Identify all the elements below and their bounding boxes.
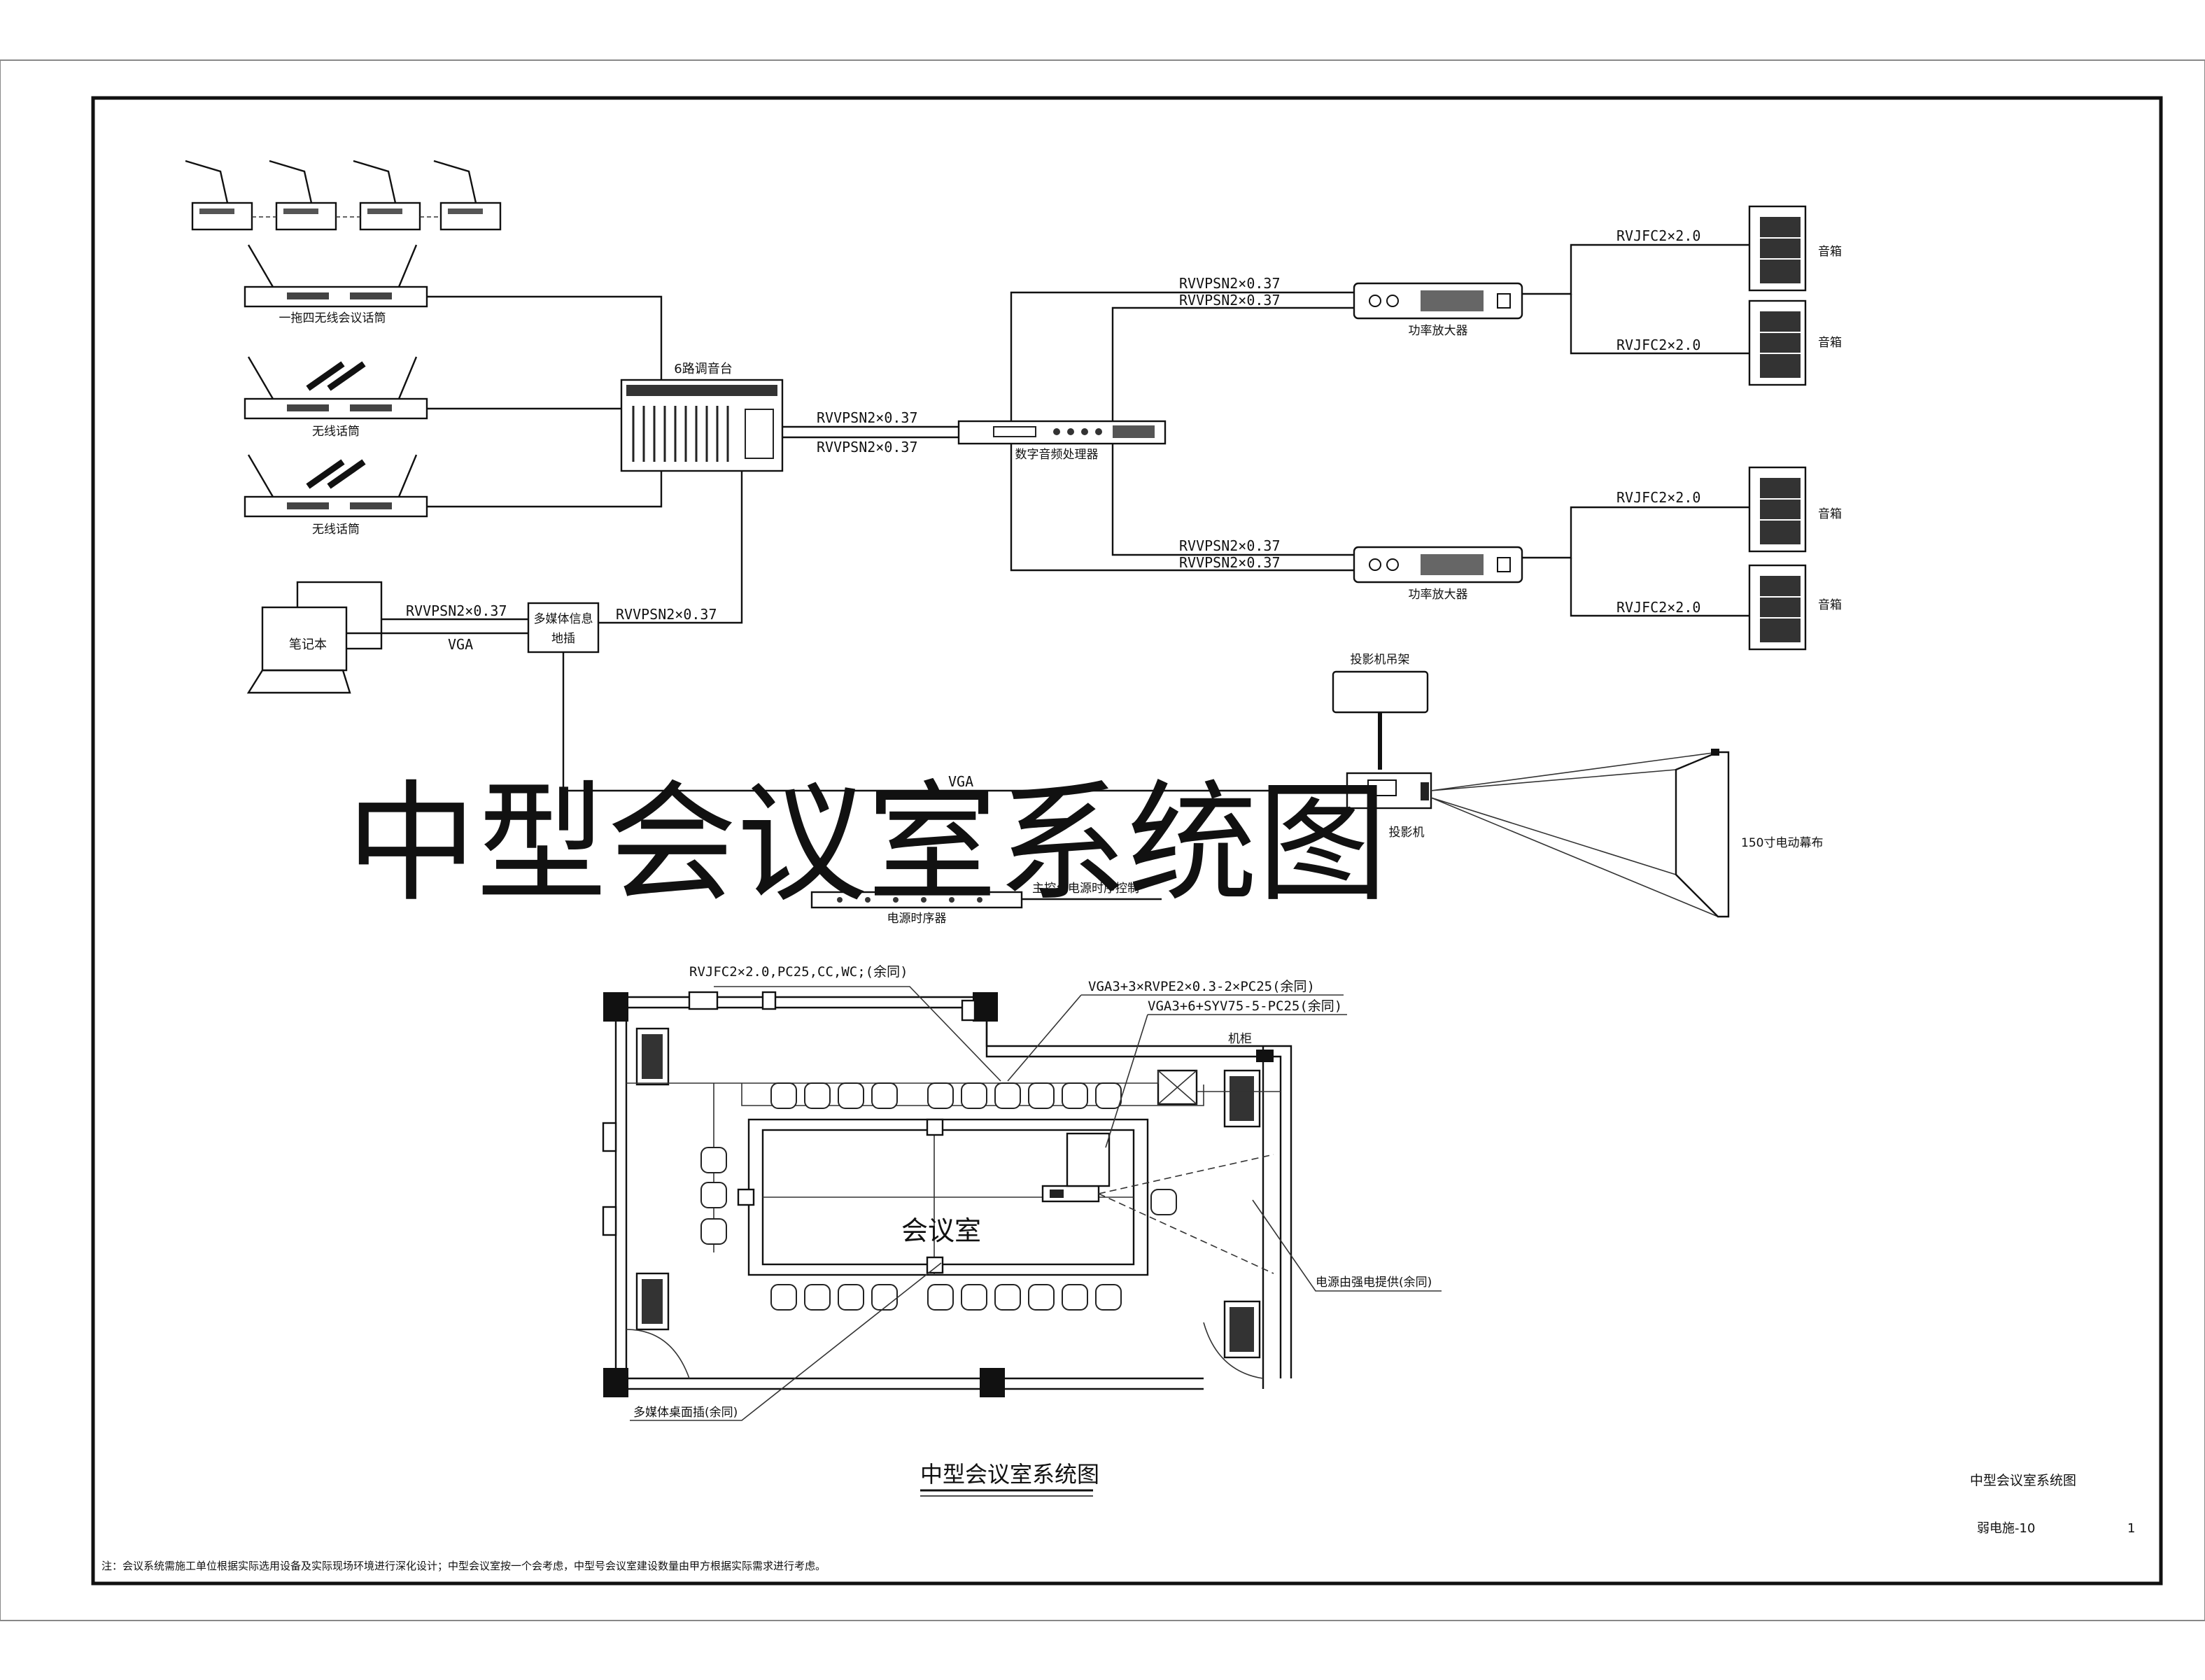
wireless-mic-1-label: 无线话筒 (312, 425, 360, 439)
callout-floorbox: 多媒体桌面插(余同) (633, 1406, 738, 1420)
speaker-4: 音箱 (1748, 564, 1842, 651)
line-amp-spk-1 (1522, 243, 1749, 295)
cable-mixer-dsp-2: RVVPSN2×0.37 (817, 439, 918, 456)
line-media-mixer (598, 471, 743, 624)
amp-1-label: 功率放大器 (1409, 324, 1468, 338)
cable-dsp-amp1-1: RVVPSN2×0.37 (1179, 275, 1281, 292)
line-dsp-amp2-1 (1111, 444, 1354, 556)
line-amp-spk-4 (1570, 558, 1749, 617)
projection-screen: 150寸电动幕布 (1675, 749, 1823, 918)
outer-border (0, 59, 2205, 1621)
line-dsp-amp1-2 (1111, 306, 1354, 421)
laptop: 笔记本 (246, 581, 383, 694)
wireless-mic-2-label: 无线话筒 (312, 523, 360, 537)
line-conf-mixer (427, 295, 663, 380)
line-dsp-amp1-1 (1010, 291, 1354, 421)
mixer: 6路调音台 (620, 362, 784, 472)
line-media-projector (562, 652, 1351, 792)
cable-media-mixer: RVVPSN2×0.37 (616, 606, 717, 623)
laptop-label: 笔记本 (289, 637, 327, 652)
cable-dsp-amp2-1: RVVPSN2×0.37 (1179, 537, 1281, 554)
amplifier-2: 功率放大器 (1353, 546, 1523, 602)
callout-speaker-cable: RVJFC2×2.0,PC25,CC,WC;(余同) (689, 964, 908, 980)
media-box-line1: 多媒体信息 (534, 612, 593, 626)
title-block-drawing-no: 弱电施-10 (1977, 1521, 2035, 1536)
cable-dsp-amp1-2: RVVPSN2×0.37 (1179, 292, 1281, 309)
cable-amp-spk-3: RVJFC2×2.0 (1616, 489, 1700, 506)
speaker-3-label: 音箱 (1818, 507, 1842, 521)
conference-mic-group (185, 160, 502, 231)
speaker-3: 音箱 (1748, 466, 1842, 553)
media-box-line2: 地插 (551, 632, 575, 646)
cable-laptop-audio: RVVPSN2×0.37 (406, 602, 507, 619)
projector: 投影机 (1346, 772, 1432, 840)
conf-mic-receiver: 一拖四无线会议话筒 (244, 244, 428, 325)
callout-power: 电源由强电提供(余同) (1316, 1276, 1432, 1290)
amp-2-label: 功率放大器 (1409, 588, 1468, 602)
overlay-title: 中型会议室系统图 (346, 768, 1388, 919)
cabinet-label: 机柜 (1228, 1032, 1252, 1046)
cable-mixer-dsp-1: RVVPSN2×0.37 (817, 409, 918, 426)
wireless-mic-receiver-1: 无线话筒 (244, 356, 428, 439)
speaker-1-label: 音箱 (1818, 245, 1842, 259)
note-text: 注：会议系统需施工单位根据实际选用设备及实际现场环境进行深化设计；中型会议室按一… (101, 1560, 826, 1572)
projection-cone (1430, 751, 1719, 917)
power-control-label: 主控台电源时序控制 (1032, 882, 1139, 896)
drawing-title: 中型会议室系统图 (920, 1461, 1099, 1488)
room-label: 会议室 (901, 1215, 981, 1246)
power-sequencer: 电源时序器 (810, 891, 1023, 926)
cable-dsp-amp2-2: RVVPSN2×0.37 (1179, 554, 1281, 571)
callout-vga-syv: VGA3+6+SYV75-5-PC25(余同) (1148, 998, 1342, 1014)
speaker-4-label: 音箱 (1818, 598, 1842, 612)
amplifier-1: 功率放大器 (1353, 282, 1523, 338)
line-wm2-mixer (427, 471, 663, 508)
floor-plan: 机柜 会议室 (602, 964, 1442, 1421)
speaker-1: 音箱 (1748, 205, 1842, 292)
power-sequencer-label: 电源时序器 (887, 912, 947, 926)
projector-label: 投影机 (1389, 826, 1425, 840)
conf-mic-label: 一拖四无线会议话筒 (279, 311, 386, 325)
cable-amp-spk-2: RVJFC2×2.0 (1616, 337, 1700, 353)
projector-mount: 投影机吊架 (1332, 653, 1429, 770)
cable-laptop-vga: VGA (448, 636, 473, 653)
media-floor-box: 多媒体信息 地插 (527, 602, 600, 654)
mixer-label: 6路调音台 (674, 362, 732, 376)
line-amp-spk-3 (1522, 506, 1749, 559)
cable-amp-spk-1: RVJFC2×2.0 (1616, 227, 1700, 244)
dsp: 数字音频处理器 (957, 420, 1167, 462)
wireless-mic-receiver-2: 无线话筒 (244, 454, 428, 537)
speaker-2-label: 音箱 (1818, 336, 1842, 350)
line-amp-spk-2 (1570, 294, 1749, 355)
callout-vga-rvpe: VGA3+3×RVPE2×0.3-2×PC25(余同) (1088, 979, 1315, 994)
speaker-2: 音箱 (1748, 299, 1842, 386)
line-dsp-amp2-2 (1010, 444, 1354, 572)
screen-label: 150寸电动幕布 (1741, 836, 1823, 850)
projector-mount-label: 投影机吊架 (1351, 653, 1410, 667)
cable-amp-spk-4: RVJFC2×2.0 (1616, 599, 1700, 616)
cable-media-projector: VGA (948, 773, 973, 790)
dsp-label: 数字音频处理器 (1015, 448, 1099, 462)
title-block-page: 1 (2127, 1521, 2135, 1536)
drawing-frame (91, 96, 2163, 1586)
title-block-name: 中型会议室系统图 (1970, 1473, 2076, 1488)
